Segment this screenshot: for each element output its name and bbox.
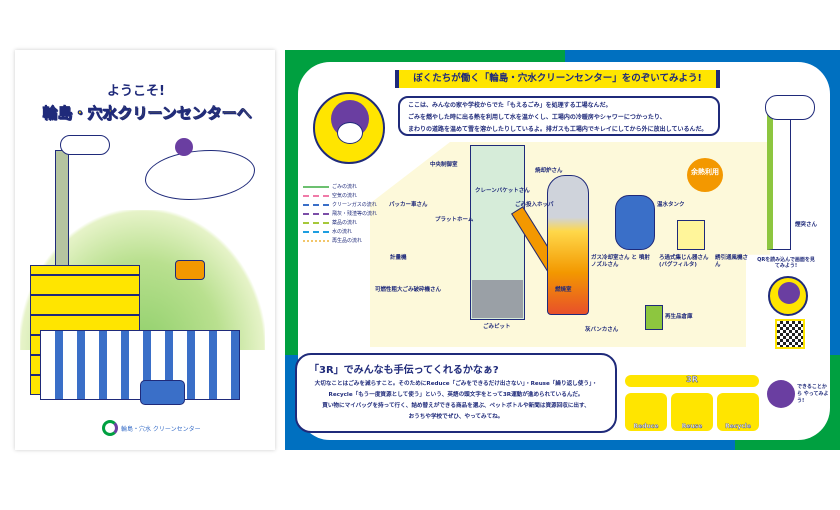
smoke-illustration (60, 135, 110, 155)
label-crane: クレーンバケットさん (475, 188, 530, 194)
legend-item: 空気の流れ (303, 191, 377, 200)
qr-code[interactable] (775, 319, 805, 349)
label-hot-water: 温水タンク (657, 202, 685, 208)
building-annex (40, 330, 240, 400)
reduce-card: Reduce (625, 393, 667, 431)
waste-pit (472, 280, 523, 318)
rider-character (175, 138, 193, 156)
chimney-illustration (55, 150, 69, 270)
right-page: ぼくたちが働く「輪島・穴水クリーンセンター」をのぞいてみよう! ここは、みんなの… (285, 50, 840, 450)
intro-line: ごみを燃やした時に出る熱を利用して水を温かくし、工場内の冷暖房やシャワーにつかっ… (408, 114, 666, 121)
flow-legend: ごみの流れ 空気の流れ クリーンガスの流れ 飛灰・残渣等の流れ 薬品の流れ 水の… (303, 182, 377, 245)
label-packer: パッカー車さん (389, 202, 428, 208)
crane-bucket-illustration (175, 260, 205, 280)
label-bag-filter: ろ過式集じん器さん (バグフィルタ) (659, 255, 709, 268)
three-r-heading: 「3R」でみんなも手伝ってくれるかなぁ? (309, 365, 499, 376)
gas-cooler (615, 195, 655, 250)
bag-filter (677, 220, 705, 250)
recycle-card: Recycle (717, 393, 759, 431)
label-chimney: 煙突さん (795, 222, 818, 228)
page-title: 輪島・穴水クリーンセンターへ (42, 104, 252, 123)
legend-item: 再生品の流れ (303, 236, 377, 245)
label-gas-cooler: ガス冷却室さん と 噴射ノズルさん (591, 255, 650, 268)
label-crusher: 可燃性粗大ごみ破砕機さん (375, 287, 442, 293)
guide-character (313, 92, 385, 164)
label-ash-bunker: 灰バンカさん (585, 327, 619, 333)
label-fan: 誘引通風機さん (715, 255, 749, 268)
bottom-speech: できることから やってみよう! (797, 384, 829, 404)
legend-item: クリーンガスの流れ (303, 200, 377, 209)
intro-line: まわりの道路を温めて雪を溶かしたりしているよ。排ガスも工場内でキレイにしてから外… (408, 126, 708, 133)
logo-text: 輪島・穴水 クリーンセンター (121, 426, 201, 433)
chimney (767, 100, 791, 250)
label-hopper: ごみ投入ホッパ (515, 202, 554, 208)
three-r-text: 大切なことはごみを減らすこと。そのためにReduce「ごみをできるだけ出さない」… (314, 381, 598, 420)
label-platform: プラットホーム (435, 217, 474, 223)
label-combustion: 燃焼室 (555, 287, 572, 293)
incinerator (547, 175, 589, 315)
truck-illustration (140, 380, 185, 405)
label-recycle: 再生品倉庫 (665, 314, 693, 320)
legend-item: 水の流れ (303, 227, 377, 236)
legend-item: 薬品の流れ (303, 218, 377, 227)
label-scale: 計量機 (390, 255, 407, 261)
character-face (337, 122, 363, 144)
left-page: ようこそ! 輪島・穴水クリーンセンターへ 輪島・穴水 クリーンセンター (15, 50, 275, 450)
label-control: 中央制御室 (430, 162, 458, 168)
label-incinerator: 焼却炉さん (535, 168, 563, 174)
three-r-panel: 3R Reduce Reuse Recycle (621, 375, 761, 435)
legend-item: ごみの流れ (303, 182, 377, 191)
smoke-cloud (765, 95, 815, 120)
label-pit: ごみピット (483, 324, 511, 330)
three-r-title: 3R (625, 375, 759, 387)
intro-line: ここは、みんなの家や学校からでた「もえるごみ」を処理する工場なんだ。 (408, 102, 612, 109)
three-r-section: 「3R」でみんなも手伝ってくれるかなぁ? 大切なことはごみを減らすこと。そのため… (295, 353, 617, 433)
reuse-card: Reuse (671, 393, 713, 431)
legend-item: 飛灰・残渣等の流れ (303, 209, 377, 218)
waste-heat-badge: 余熱利用 (687, 158, 723, 192)
intro-bubble: ここは、みんなの家や学校からでた「もえるごみ」を処理する工場なんだ。 ごみを燃や… (398, 96, 720, 136)
qr-character (768, 276, 808, 316)
bird-illustration (145, 150, 255, 200)
bottom-character (767, 380, 795, 408)
section-banner: ぼくたちが働く「輪島・穴水クリーンセンター」をのぞいてみよう! (395, 70, 720, 88)
qr-hint: QRを読み込んで画面を見てみよう! (757, 257, 815, 269)
logo-icon (102, 420, 118, 436)
ash-bunker (645, 305, 663, 330)
welcome-text: ようこそ! (107, 84, 165, 99)
